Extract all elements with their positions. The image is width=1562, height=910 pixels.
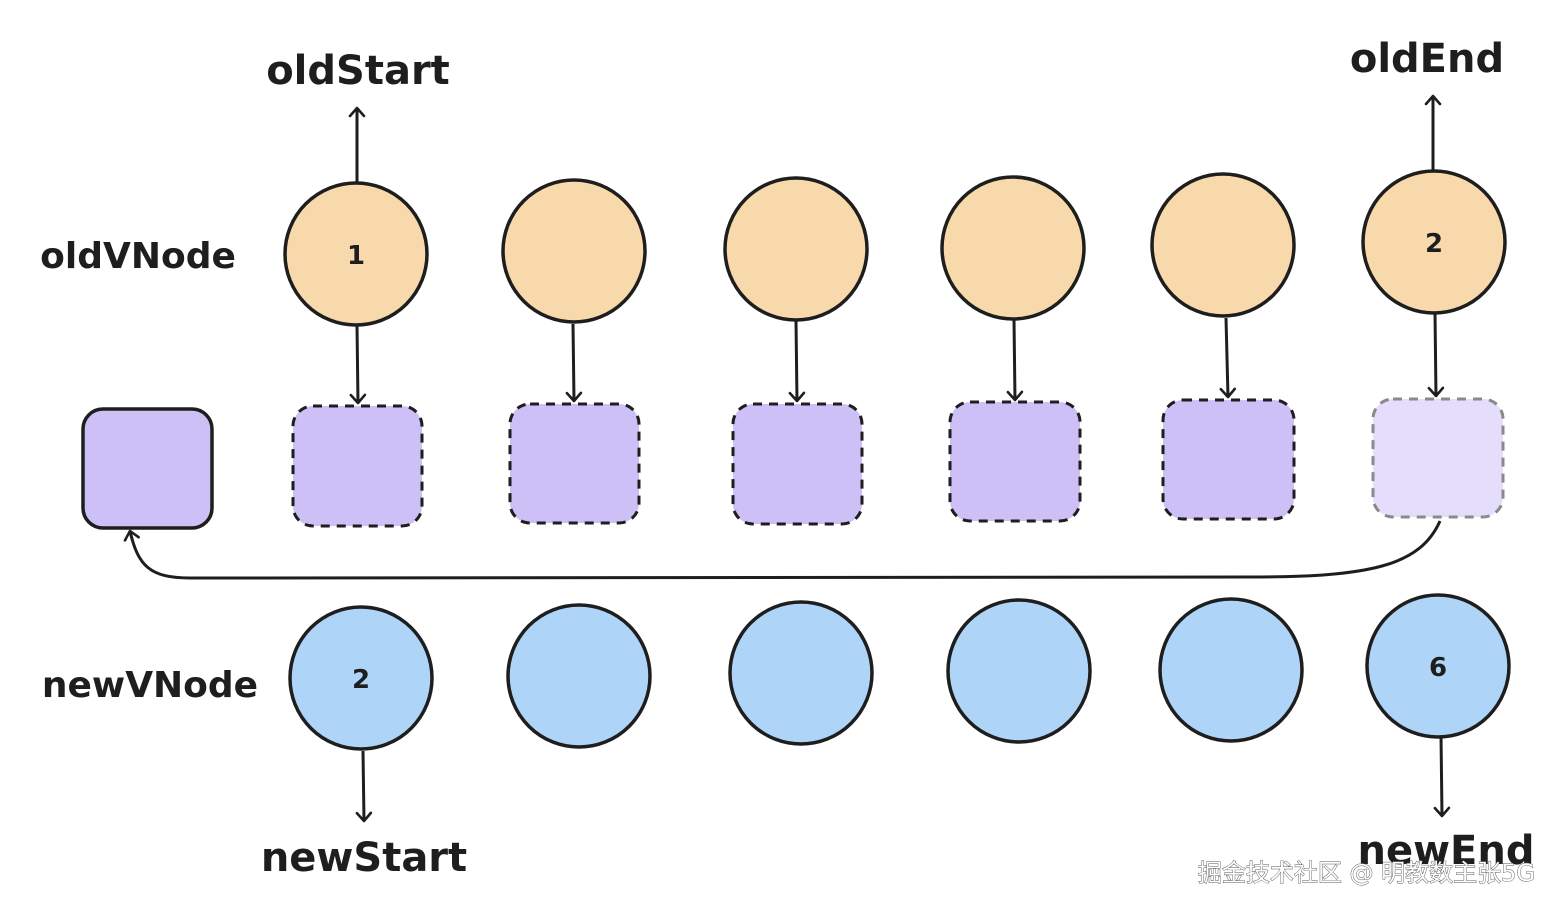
old-to-dom-arrow — [349, 324, 367, 405]
new-vnode-row-label: newVNode — [42, 665, 258, 706]
new-start-pointer-arrow — [355, 750, 373, 823]
new-vnode-circle — [506, 603, 652, 749]
old-vnode-key: 1 — [347, 241, 365, 271]
old-to-dom-arrow — [788, 320, 806, 403]
new-end-pointer-arrow — [1433, 734, 1451, 818]
old-to-dom-arrow — [1219, 317, 1237, 399]
old-to-dom-arrows — [349, 312, 1445, 405]
old-to-dom-arrow — [565, 323, 583, 403]
old-vnode-row-label: oldVNode — [40, 236, 236, 277]
move-arrow — [123, 520, 1442, 580]
moved-dom-node — [81, 407, 214, 530]
new-vnode-circle — [1158, 597, 1304, 743]
old-to-dom-arrow — [1006, 319, 1024, 402]
old-to-dom-arrow — [1427, 312, 1445, 398]
old-vnode-circle — [1361, 169, 1507, 315]
dom-node-placeholder-faded — [1371, 397, 1505, 519]
old-vnode-circle — [723, 176, 869, 322]
dom-node-placeholder — [291, 404, 424, 528]
old-vnode-circle — [1150, 172, 1296, 318]
new-vnode-key: 2 — [352, 665, 370, 695]
old-vnode-circle — [283, 181, 429, 327]
dom-node-row — [291, 397, 1505, 528]
new-start-label: newStart — [261, 835, 467, 881]
new-vnode-circle — [946, 598, 1092, 744]
old-end-label: oldEnd — [1350, 36, 1504, 82]
new-end-label: newEnd — [1358, 828, 1535, 874]
new-vnode-circle — [728, 600, 874, 746]
old-vnode-circle — [501, 178, 647, 324]
dom-node-placeholder — [1161, 398, 1296, 521]
dom-node-placeholder — [731, 402, 864, 526]
old-vnode-circle — [940, 175, 1086, 321]
watermark: 掘金技术社区 @ 明教数主张5G — [1198, 859, 1535, 887]
old-start-label: oldStart — [266, 48, 450, 94]
old-vnode-key: 2 — [1425, 229, 1443, 259]
dom-node-placeholder — [508, 402, 641, 525]
new-vnode-circle — [1365, 593, 1511, 739]
new-vnode-key: 6 — [1429, 653, 1447, 683]
dom-node-placeholder — [948, 400, 1082, 523]
new-vnode-circle — [288, 605, 434, 751]
